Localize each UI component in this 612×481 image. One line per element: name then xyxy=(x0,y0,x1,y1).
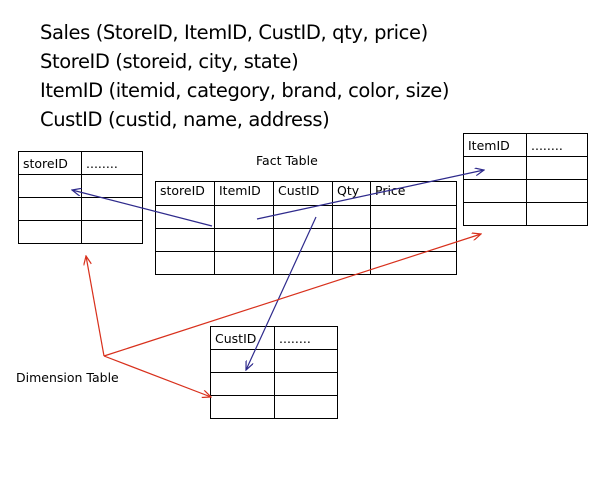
table-row xyxy=(155,205,457,229)
table-row xyxy=(18,220,143,244)
table-cell xyxy=(210,372,275,396)
table-row xyxy=(155,251,457,275)
table-cell xyxy=(463,156,527,180)
dimension-to-store-arrow xyxy=(86,256,105,357)
table-cell: ........ xyxy=(526,133,588,157)
table-cell xyxy=(18,174,82,198)
table-cell xyxy=(332,251,371,275)
item-dimension-table: ItemID ........ xyxy=(463,133,588,226)
table-row xyxy=(18,174,143,198)
table-cell xyxy=(463,179,527,203)
table-row: ItemID ........ xyxy=(463,133,588,157)
table-cell xyxy=(370,251,457,275)
table-cell: ........ xyxy=(274,326,338,350)
table-row: CustID ........ xyxy=(210,326,338,350)
store-dimension-table: storeID ........ xyxy=(18,151,143,244)
table-cell xyxy=(155,228,215,252)
schema-line-sales: Sales (StoreID, ItemID, CustID, qty, pri… xyxy=(40,21,428,44)
schema-line-customer: CustID (custid, name, address) xyxy=(40,108,330,131)
table-header-cell: ItemID xyxy=(214,181,274,206)
table-row xyxy=(463,202,588,226)
table-cell xyxy=(81,197,143,221)
table-cell xyxy=(155,205,215,229)
table-cell xyxy=(526,179,588,203)
table-row xyxy=(210,349,338,373)
table-row xyxy=(210,372,338,396)
fact-table-caption: Fact Table xyxy=(256,153,318,168)
table-cell xyxy=(526,156,588,180)
dimension-table-caption: Dimension Table xyxy=(16,370,119,385)
table-cell: CustID xyxy=(210,326,275,350)
table-cell xyxy=(370,228,457,252)
table-cell xyxy=(274,349,338,373)
table-cell xyxy=(370,205,457,229)
table-row xyxy=(18,197,143,221)
table-cell: ItemID xyxy=(463,133,527,157)
table-cell xyxy=(332,228,371,252)
table-row xyxy=(155,228,457,252)
table-cell xyxy=(332,205,371,229)
table-cell xyxy=(273,251,333,275)
table-cell xyxy=(274,372,338,396)
table-cell xyxy=(463,202,527,226)
table-cell xyxy=(214,205,274,229)
table-cell: storeID xyxy=(18,151,82,175)
table-cell xyxy=(526,202,588,226)
table-cell xyxy=(18,197,82,221)
schema-line-store: StoreID (storeid, city, state) xyxy=(40,50,299,73)
table-row xyxy=(463,156,588,180)
table-cell xyxy=(81,220,143,244)
table-cell xyxy=(155,251,215,275)
schema-definitions: Sales (StoreID, ItemID, CustID, qty, pri… xyxy=(40,18,450,134)
table-cell xyxy=(210,349,275,373)
table-row: storeID ........ xyxy=(18,151,143,175)
table-cell xyxy=(18,220,82,244)
table-cell: ........ xyxy=(81,151,143,175)
table-header-cell: storeID xyxy=(155,181,215,206)
table-cell xyxy=(81,174,143,198)
table-cell xyxy=(214,251,274,275)
table-row xyxy=(210,395,338,419)
customer-dimension-table: CustID ........ xyxy=(210,326,338,419)
table-row xyxy=(463,179,588,203)
table-header-cell: CustID xyxy=(273,181,333,206)
table-cell xyxy=(273,205,333,229)
fact-table: storeID ItemID CustID Qty Price xyxy=(155,181,457,275)
table-header-row: storeID ItemID CustID Qty Price xyxy=(155,181,457,206)
dimension-to-customer-arrow xyxy=(103,355,211,397)
table-cell xyxy=(273,228,333,252)
table-cell xyxy=(214,228,274,252)
table-cell xyxy=(274,395,338,419)
table-header-cell: Price xyxy=(370,181,457,206)
schema-line-item: ItemID (itemid, category, brand, color, … xyxy=(40,79,450,102)
table-header-cell: Qty xyxy=(332,181,371,206)
table-cell xyxy=(210,395,275,419)
